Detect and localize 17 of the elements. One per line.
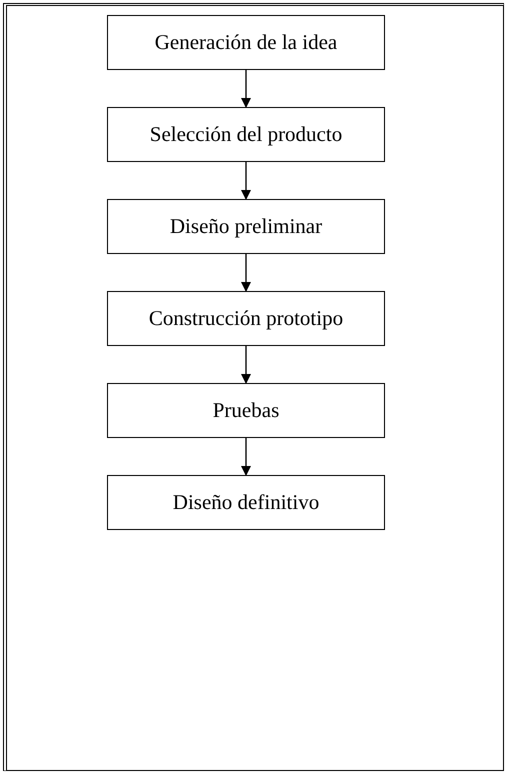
arrow bbox=[241, 162, 251, 200]
arrow bbox=[241, 70, 251, 108]
process-box bbox=[107, 383, 385, 438]
arrow bbox=[241, 438, 251, 476]
step-label: Construcción prototipo bbox=[148, 306, 344, 331]
step-label: Generación de la idea bbox=[154, 30, 338, 55]
arrow bbox=[241, 254, 251, 292]
process-box bbox=[107, 107, 385, 162]
step-label: Pruebas bbox=[212, 398, 280, 423]
process-box bbox=[107, 475, 385, 530]
process-box bbox=[107, 199, 385, 254]
arrow bbox=[241, 346, 251, 384]
step-label: Diseño definitivo bbox=[172, 490, 320, 515]
process-box bbox=[107, 291, 385, 346]
step-label: Diseño preliminar bbox=[170, 214, 322, 239]
step-label: Selección del producto bbox=[150, 122, 342, 147]
process-box bbox=[107, 15, 385, 70]
